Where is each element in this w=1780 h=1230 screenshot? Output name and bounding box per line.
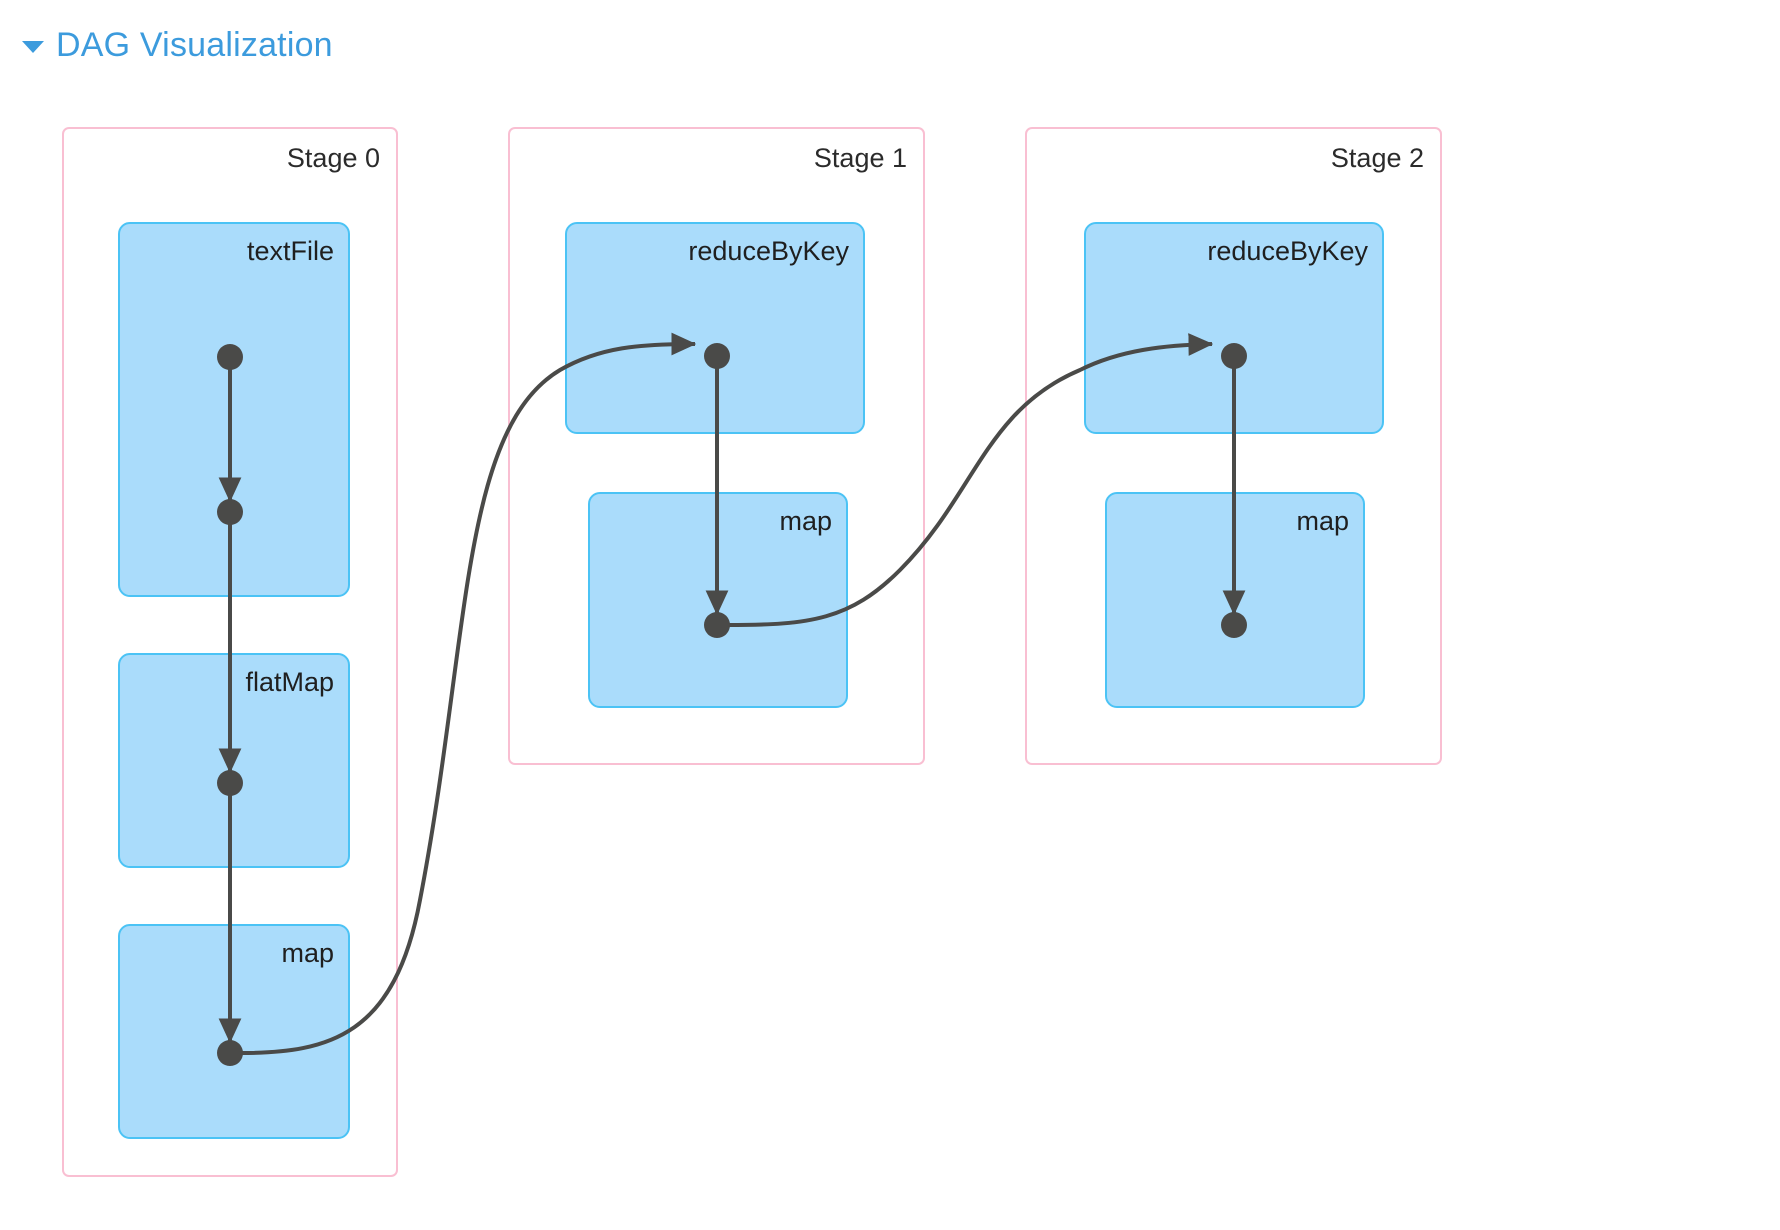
dag-node-dot[interactable] (1221, 612, 1247, 638)
stage-label: Stage 1 (813, 143, 907, 173)
rdd-label: map (779, 506, 832, 536)
dag-node-dot[interactable] (704, 612, 730, 638)
rdd-label: reduceByKey (688, 236, 849, 266)
dag-node-dot[interactable] (217, 1040, 243, 1066)
stage-cluster-0[interactable]: Stage 0 (62, 127, 398, 1177)
dag-node-dot[interactable] (217, 770, 243, 796)
rdd-box-textfile[interactable]: textFile (118, 222, 350, 597)
dag-edge-shuffle (240, 332, 697, 1055)
rdd-label: map (1296, 506, 1349, 536)
rdd-label: flatMap (245, 667, 334, 697)
stage-cluster-1[interactable]: Stage 1 (508, 127, 925, 765)
stage-cluster-2[interactable]: Stage 2 (1025, 127, 1442, 765)
dag-node-dot[interactable] (217, 344, 243, 370)
caret-down-icon (22, 41, 44, 53)
rdd-label: reduceByKey (1207, 236, 1368, 266)
dag-visualization-header[interactable]: DAG Visualization (22, 28, 333, 62)
rdd-label: map (281, 938, 334, 968)
dag-node-dot[interactable] (217, 499, 243, 525)
page-title: DAG Visualization (56, 26, 333, 64)
stage-label: Stage 0 (286, 143, 380, 173)
dag-node-dot[interactable] (704, 343, 730, 369)
stage-label: Stage 2 (1330, 143, 1424, 173)
dag-edge-shuffle (727, 333, 1214, 627)
dag-node-dot[interactable] (1221, 343, 1247, 369)
rdd-label: textFile (246, 236, 334, 266)
